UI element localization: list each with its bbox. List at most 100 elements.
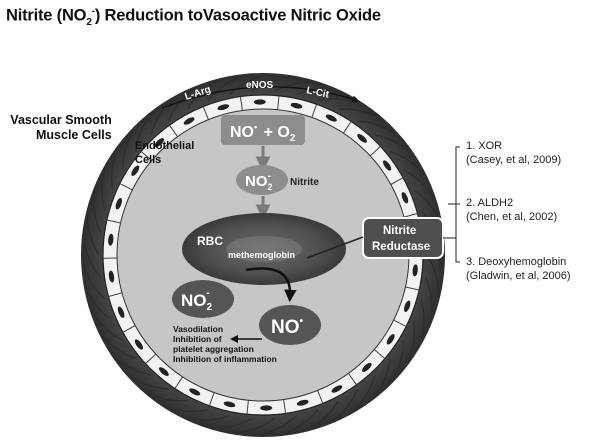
- reference-1: 1. XOR (Casey, et al, 2009): [466, 140, 561, 166]
- endothelial-nucleus: [183, 117, 195, 125]
- muscle-fibre: [331, 388, 359, 422]
- muscle-fibre: [150, 99, 173, 136]
- enos-reaction-arrow: [161, 86, 360, 109]
- cell-boundary: [140, 151, 153, 161]
- muscle-fibre: [135, 113, 152, 152]
- effect-inhibition-of: Inhibition of: [173, 334, 222, 344]
- cell-boundary: [317, 390, 324, 404]
- cell-boundary: [108, 292, 123, 297]
- nitrite-oval-bottom: [172, 280, 234, 318]
- muscle-fibre: [83, 239, 101, 278]
- muscle-fibre: [284, 409, 319, 435]
- cell-boundary: [405, 286, 420, 291]
- enos-label: eNOS: [246, 80, 274, 91]
- cell-boundary: [168, 124, 179, 137]
- endothelial-line1: Endothelial: [135, 140, 195, 152]
- cell-boundary: [277, 95, 280, 110]
- endothelial-nucleus: [108, 270, 115, 283]
- muscle-fibre: [111, 148, 119, 190]
- nitric-oxide-text: NO•: [271, 316, 304, 338]
- cell-boundary: [369, 146, 381, 157]
- muscle-fibre: [114, 356, 152, 376]
- cell-boundary: [403, 213, 418, 218]
- muscle-fibre: [101, 169, 106, 211]
- rbc-center-highlight: [226, 236, 302, 262]
- muscle-fibre: [207, 75, 242, 101]
- cell-boundary: [342, 121, 352, 134]
- rbc-label: RBC: [197, 234, 223, 248]
- muscle-fibre: [235, 418, 275, 434]
- endothelial-nucleus: [131, 165, 140, 176]
- reference-2-title: 2. ALDH2: [466, 197, 514, 209]
- l-cit-label: L-Cit: [305, 85, 330, 101]
- muscle-fibre: [85, 288, 113, 321]
- endothelial-nucleus: [189, 388, 201, 396]
- vascular-line1: Vascular Smooth: [10, 113, 112, 127]
- effect-vasodilation: Vasodilation: [173, 324, 223, 334]
- endothelial-nucleus: [253, 99, 266, 105]
- methemoglobin-label: methemoglobin: [228, 250, 295, 260]
- endothelial-nucleus: [159, 367, 169, 376]
- reference-2-cite: (Chen, et al, 2002): [466, 211, 558, 223]
- nitrite-oval-top: [236, 165, 288, 195]
- cell-boundary: [347, 373, 358, 386]
- effect-platelet-aggregation: platelet aggregation: [173, 344, 254, 354]
- reference-3: 3. Deoxyhemoglobin (Gladwin, et al, 2006…: [466, 256, 571, 282]
- muscle-fibre: [86, 215, 100, 256]
- muscle-fibre: [147, 392, 188, 402]
- muscle-fibre: [91, 312, 124, 341]
- muscle-fibre: [251, 76, 291, 92]
- muscle-fibre: [338, 108, 379, 118]
- cell-boundary: [311, 104, 318, 118]
- nitrite-reductase-line2: Reductase: [372, 241, 430, 253]
- endothelial-nucleus: [115, 197, 122, 210]
- cell-boundary: [393, 319, 407, 327]
- endothelial-nucleus: [154, 138, 164, 148]
- reductase-connector: [306, 236, 364, 259]
- endothelial-nucleus: [386, 334, 395, 345]
- effect-inflammation: Inhibition of inflammation: [173, 354, 277, 364]
- muscle-fibre: [424, 277, 433, 318]
- muscle-fibre: [357, 120, 397, 135]
- page-title: Nitrite (NO2-) Reduction toVasoactive Ni…: [6, 6, 381, 28]
- muscle-fibre: [260, 415, 297, 436]
- muscle-fibre: [420, 299, 425, 341]
- cell-boundary: [119, 183, 133, 191]
- endothelial-nucleus: [217, 104, 230, 111]
- vascular-line2: Muscle Cells: [36, 128, 112, 142]
- cell-boundary: [208, 392, 215, 406]
- muscle-fibre: [167, 88, 195, 122]
- endothelial-nucleus: [357, 134, 367, 143]
- endothelial-nucleus: [412, 264, 418, 277]
- muscle-fibre: [374, 358, 391, 397]
- cell-boundary: [122, 325, 136, 333]
- cell-boundary: [202, 106, 209, 120]
- vascular-smooth-muscle-label: Vascular Smooth Muscle Cells: [6, 113, 112, 143]
- cell-boundary: [239, 96, 243, 111]
- endothelial-nucleus: [296, 399, 309, 406]
- nitric-oxide-oval: [259, 305, 321, 345]
- endothelial-nucleus: [383, 160, 392, 171]
- endothelial-nucleus: [331, 385, 343, 393]
- cell-boundary: [373, 349, 386, 359]
- muscle-fibre: [82, 264, 106, 300]
- muscle-fibre: [353, 374, 376, 411]
- reference-3-cite: (Gladwin, et al, 2006): [466, 270, 571, 282]
- muscle-fibre: [188, 415, 230, 421]
- endothelial-nucleus: [325, 114, 337, 122]
- endothelial-nucleus: [290, 102, 303, 109]
- no-o2-text: NO• + O2: [230, 122, 296, 144]
- cell-boundary: [246, 400, 249, 415]
- muscle-fibre: [101, 335, 136, 360]
- nitrite-word: Nitrite: [290, 177, 319, 188]
- nitrite-top-text: NO2-: [245, 171, 273, 192]
- cell-boundary: [390, 177, 404, 185]
- muscle-fibre: [186, 80, 218, 110]
- muscle-fibre: [122, 129, 134, 170]
- muscle-fibre: [374, 134, 412, 154]
- muscle-fibre: [229, 74, 266, 95]
- reference-3-title: 3. Deoxyhemoglobin: [466, 256, 567, 268]
- muscle-fibre: [407, 320, 415, 362]
- reduction-arrow: [245, 267, 297, 303]
